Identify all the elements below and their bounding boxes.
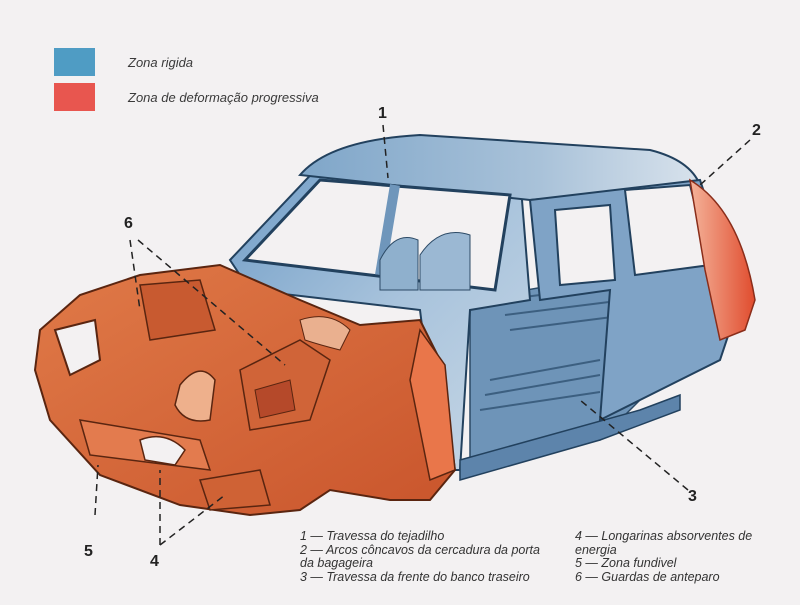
leader-1 [382,124,389,179]
leader-2 [699,139,751,186]
caption-list-right: 4 — Longarinas absorventes de energia 5 … [575,529,780,584]
caption-item-2: 2 — Arcos côncavos da cercadura da porta… [300,542,540,570]
legend-rigid: Zona rigida [54,48,193,76]
caption-list-left: 1 — Travessa do tejadilho 2 — Arcos cônc… [300,529,540,584]
caption-item-3: 3 — Travessa da frente do banco traseiro [300,569,530,584]
leader-4b [159,494,226,546]
callout-6: 6 [124,215,133,232]
callout-1: 1 [378,105,387,122]
legend-swatch-deform [54,83,95,111]
roof-panel [298,133,702,202]
leader-6b [137,239,286,366]
legend-deform: Zona de deformação progressiva [54,83,319,111]
rear-deform-zone [688,178,756,342]
caption-item-1: 1 — Travessa do tejadilho [300,529,445,543]
leader-5 [94,464,99,516]
callout-3: 3 [688,488,697,505]
callout-4: 4 [150,553,159,570]
legend-swatch-rigid [54,48,95,76]
legend-label-deform: Zona de deformação progressiva [128,89,319,105]
caption-item-6: 6 — Guardas de anteparo [575,569,720,584]
legend-label-rigid: Zona rigida [128,54,194,70]
caption-item-4: 4 — Longarinas absorventes de energia [575,529,753,557]
caption-item-5: 5 — Zona fundivel [575,556,677,570]
callout-2: 2 [752,122,761,139]
callout-5: 5 [84,543,93,560]
